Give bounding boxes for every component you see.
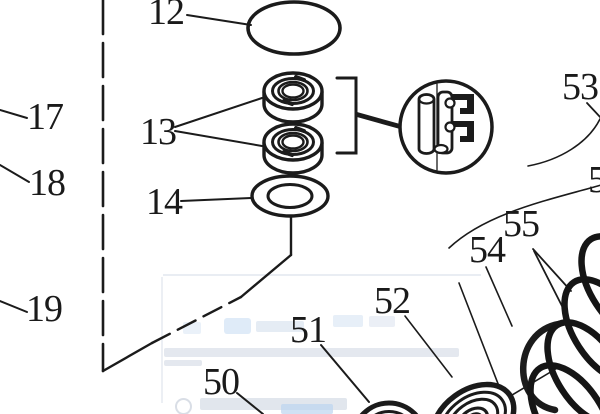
part-label-53: 53 [562,66,599,108]
washer-14-drawing [250,174,330,218]
part-label-12: 12 [148,0,185,33]
part-label-55: 55 [503,203,540,245]
bearing-13b-drawing [262,122,324,175]
part-label-clipped: 5 [588,159,600,201]
ball-top [444,97,456,109]
part-label-19: 19 [26,288,63,330]
oring-12-drawing [246,0,342,56]
ghost-text-line [164,348,459,357]
detail-circle-drawing [398,79,494,175]
part-label-17: 17 [27,96,64,138]
ghost-panel-left-edge [161,277,163,403]
part-label-50: 50 [203,361,240,403]
ghost-chip [333,315,363,327]
part-label-51: 51 [290,309,327,351]
ghost-text-line [369,316,395,327]
part-label-52: 52 [374,280,411,322]
part-label-14: 14 [146,181,183,223]
dashed-axis-line [101,0,293,373]
spring-drawing [527,233,600,414]
ghost-blue-bar [281,404,333,414]
seal-bottom [451,121,474,142]
pulley-52-drawing [429,381,517,414]
ghost-text-line [256,321,304,332]
ghost-chip [224,318,251,334]
ball-mid [444,121,456,133]
rings-51-drawing [359,400,419,414]
seal-top [451,94,474,114]
part-label-54: 54 [469,229,506,271]
part-label-13: 13 [140,111,177,153]
bearing-13a-drawing [262,71,324,124]
ball-bottom [433,143,449,155]
detail-bracket [335,76,400,155]
ghost-panel-top-edge [163,274,481,276]
part-label-18: 18 [29,162,66,204]
ghost-text-line [164,360,202,366]
c-hook-54-drawing [520,320,563,414]
